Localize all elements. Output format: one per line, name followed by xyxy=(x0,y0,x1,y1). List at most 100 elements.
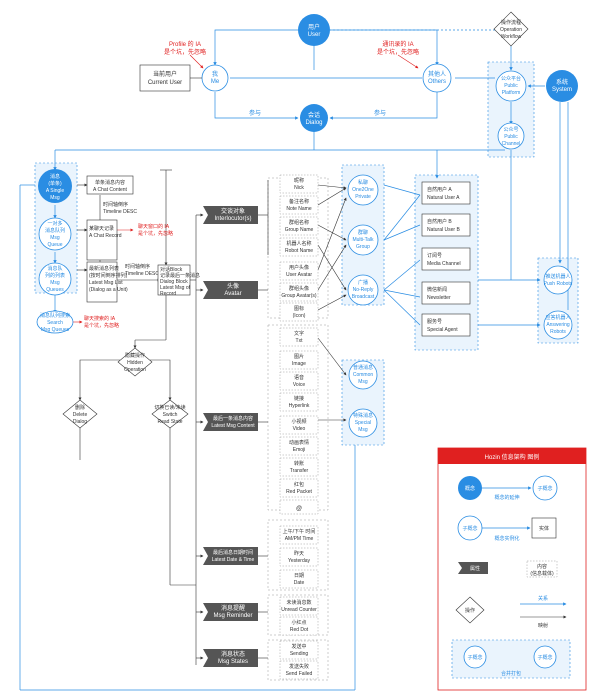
legend-combined-circle-left xyxy=(463,645,487,669)
legend-title: Hozin 信息架构 图例 xyxy=(485,453,540,461)
broadcast-en: No-Reply xyxy=(353,287,374,293)
latest-date-cn: 最后消息日期时间 xyxy=(213,549,253,556)
msg-queues-cn: 消息队 xyxy=(47,265,62,272)
legend-combined-sub-left: 子概念 xyxy=(467,654,482,661)
block-en3: Record xyxy=(160,291,176,297)
push-robots-node: 推送机器人 Push Robots xyxy=(543,265,573,295)
legend-extension: 概念的延伸 xyxy=(494,494,519,501)
single-msg-cn2: (单条) xyxy=(48,180,62,187)
single-msg-node: 消息 (单条) A Single Msg xyxy=(38,169,72,203)
dialog-block-box: 对话Block 记录最后一条消息 Dialog Block Latest Msg… xyxy=(157,264,200,297)
voice-en: Voice xyxy=(293,382,305,388)
legend-attr: 属性 xyxy=(470,565,480,572)
msg-reminder-attr: 消息提醒 Msg Reminder xyxy=(203,603,258,621)
msg-list-en: Latest Msg List xyxy=(89,280,123,286)
legend-concept: 概念 xyxy=(465,485,475,492)
nick-en: Nick xyxy=(294,185,304,191)
legend-combined: 合并打包 xyxy=(501,670,521,677)
msg-queue-cn: 一对多 xyxy=(47,220,62,227)
block-cn2: 记录最后一条消息 xyxy=(160,272,200,279)
unread-en: Unread Counter xyxy=(281,607,317,613)
user-avatar-en: User Avatar xyxy=(286,272,312,278)
txt-en: Txt xyxy=(296,338,304,344)
group-name-en: Group Name xyxy=(285,227,314,233)
single-msg-en: A Single xyxy=(46,188,65,194)
yesterday-cn: 昨天 xyxy=(294,550,304,557)
latest-date-en: Latest Date & Time xyxy=(212,557,255,563)
public-channel-node: 公众号 Public Channel xyxy=(497,122,525,150)
msg-queue-node: 一对多 消息队列 Msg Queue xyxy=(38,217,72,251)
hyperlink-en: Hyperlink xyxy=(289,403,310,409)
answer-robots-en2: Robots xyxy=(550,329,566,335)
dialog-label-cn: 会话 xyxy=(308,111,320,119)
icon-en: (Icon) xyxy=(293,313,306,319)
content-group-area xyxy=(267,324,329,511)
date-cn: 日期 xyxy=(294,573,304,579)
chat-record-en: A Chat Record xyxy=(89,233,122,239)
switch-en: Switch xyxy=(163,412,178,418)
latest-date-time-attr: 最后消息日期时间 Latest Date & Time xyxy=(203,547,258,565)
chat-content-box: 单条消息内容 A Chat Content xyxy=(86,175,134,195)
natural-b-cn: 自然用户 B xyxy=(427,218,452,225)
others-node: 其他人 Others xyxy=(422,63,452,93)
block-cn: 对话Block xyxy=(160,266,183,273)
delete-en2: Dialog xyxy=(73,419,87,425)
image-en: Image xyxy=(292,361,306,367)
natural-b-en: Natural User B xyxy=(427,227,460,233)
legend-content-cn: 内容 xyxy=(537,563,547,570)
block-en: Dialog Block xyxy=(160,279,188,285)
legend-instantiation: 概念实例化 xyxy=(494,535,519,542)
avatar-attr: 头像 Avatar xyxy=(203,281,258,299)
timeline-desc-note: 时间轴倒序 Timeline DESC xyxy=(103,201,137,215)
switch-en2: Read State xyxy=(157,419,182,425)
txt-cn: 文字 xyxy=(294,330,304,337)
timeline-desc-cn: 时间轴倒序 xyxy=(103,201,128,208)
legend-content-box xyxy=(526,560,558,578)
common-cn: 普通消息 xyxy=(353,364,373,371)
delete-cn: 删除 xyxy=(75,404,85,411)
search-en: Search xyxy=(47,320,63,326)
sending-en: Sending xyxy=(290,651,309,657)
red-dot-cn: 小红点 xyxy=(291,619,306,626)
delete-dialog-node: 删除 Delete Dialog xyxy=(62,399,98,429)
red-packet-cn: 红包 xyxy=(294,481,304,488)
video-cn: 小视频 xyxy=(291,418,306,425)
special-agent-cn: 服务号 xyxy=(427,318,442,325)
timeline-desc-en: Timeline DESC xyxy=(103,209,137,215)
platform-label-en2: Platform xyxy=(502,90,521,96)
platform-label-en: Public xyxy=(504,83,518,89)
others-label-en: Others xyxy=(428,79,446,85)
op-flow-label-cn: 操作流程 xyxy=(501,19,521,26)
group-avatar-en: Group Avatar(s) xyxy=(281,293,317,299)
special-en: Special xyxy=(355,420,371,426)
interlocutors-en: Interlocutor(s) xyxy=(214,216,251,222)
common-en2: Msg xyxy=(358,379,368,385)
legend-operation-shape xyxy=(455,596,485,624)
legend-sub-concept: 子概念 xyxy=(537,485,552,492)
media-channel-en: Media Channel xyxy=(427,261,461,267)
channel-label-en: Public xyxy=(504,134,518,140)
msg-queue-cn2: 消息队列 xyxy=(45,227,65,234)
timeline-desc-note-2: 时间轴倒序 Timeline DESC xyxy=(125,263,159,277)
user-node: 用户 User xyxy=(298,14,330,46)
time-group-area xyxy=(267,519,329,591)
multitalk-node: 群聊 Multi-Talk Group xyxy=(347,224,379,256)
switch-cn: 切换已读/未读 xyxy=(154,404,185,411)
note-name-cn: 备注名称 xyxy=(289,198,309,205)
newsletter-cn: 微信新闻 xyxy=(427,286,447,293)
msg-list-en2: (Dialog as a Unit) xyxy=(89,287,128,293)
answer-robots-en: Answering xyxy=(546,322,570,328)
unread-cn: 未读消息数 xyxy=(286,599,311,606)
am-pm-cn: 上午/下午 时间 xyxy=(283,528,316,535)
operation-workflow-node: 操作流程 Operation Workflow xyxy=(493,11,529,47)
msg-list-cn2: (按时间倒序排列) xyxy=(89,272,128,279)
transfer-en: Transfer xyxy=(290,468,309,474)
special-msg-node: 特殊消息 Special Msg xyxy=(348,408,378,438)
legend-relation: 关系 xyxy=(538,595,548,602)
legend-concept-circle xyxy=(458,476,482,500)
latest-content-cn: 最后一条消息内容 xyxy=(213,415,253,422)
avatar-cn: 头像 xyxy=(227,282,239,290)
hidden-op-en2: Operation xyxy=(124,367,146,373)
value-labels: 昵称 Nick 备注名称 Note Name 群组名称 Group Name 机… xyxy=(281,177,317,677)
